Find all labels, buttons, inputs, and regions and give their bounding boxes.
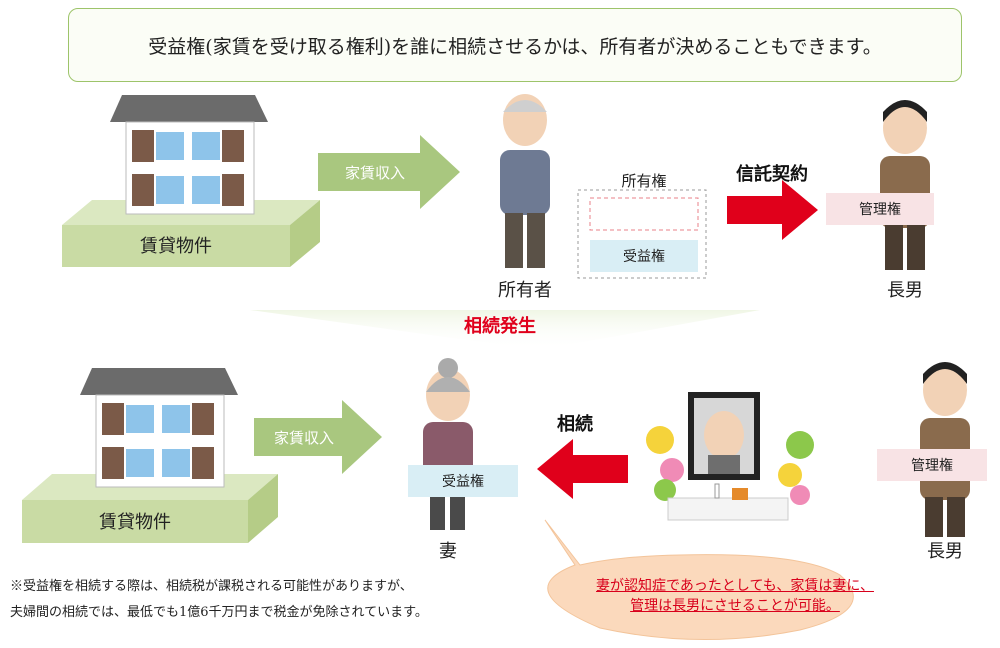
- property-platform-top: [62, 200, 320, 267]
- apartment-building-icon-bottom: [80, 368, 238, 488]
- callout-bubble: [544, 519, 854, 641]
- trust-arrow: [727, 180, 818, 240]
- beneficial-label-top: 受益権: [623, 249, 665, 265]
- son-label-top: 長男: [887, 280, 923, 301]
- header-text: 受益権(家賃を受け取る権利)を誰に相続させるかは、所有者が決めることもできます。: [148, 35, 882, 58]
- inherit-arrow: [537, 439, 628, 499]
- header-box: 受益権(家賃を受け取る権利)を誰に相続させるかは、所有者が決めることもできます。: [68, 8, 962, 82]
- transition-wedge: [250, 310, 760, 350]
- management-box-top: [826, 193, 934, 225]
- inherit-label: 相続: [557, 414, 593, 435]
- tax-note: ※受益権を相続する際は、相続税が課税される可能性がありますが、 夫婦間の相続では…: [10, 574, 530, 626]
- son-person-icon-top: [880, 100, 930, 270]
- wife-label: 妻: [439, 541, 457, 562]
- beneficial-box-top: [590, 240, 698, 272]
- income-arrow-bottom: [254, 400, 382, 474]
- ownership-label: 所有権: [621, 172, 667, 190]
- beneficial-box-bottom: [408, 465, 518, 497]
- trust-contract-label: 信託契約: [736, 164, 808, 185]
- management-box-bottom: [877, 449, 987, 481]
- owner-label: 所有者: [498, 280, 552, 301]
- property-label-bottom: 賃貸物件: [99, 512, 171, 533]
- callout-text: 妻が認知症であったとしても、家賃は妻に、 管理は長男にさせることが可能。: [585, 576, 885, 616]
- inheritance-event-label: 相続発生: [464, 316, 536, 337]
- property-label-top: 賃貸物件: [140, 236, 212, 257]
- wife-person-icon: [423, 358, 473, 530]
- income-arrow-top: [318, 135, 460, 209]
- management-label-top: 管理権: [859, 202, 901, 218]
- income-label-top: 家賃収入: [344, 163, 405, 182]
- beneficial-label-bottom: 受益権: [442, 474, 484, 490]
- tax-note-line2: 夫婦間の相続では、最低でも1億6千万円まで税金が免除されています。: [10, 605, 428, 620]
- son-label-bottom: 長男: [927, 541, 963, 562]
- apartment-building-icon: [110, 95, 268, 215]
- callout-line2: 管理は長男にさせることが可能。: [630, 598, 840, 614]
- callout-line1: 妻が認知症であったとしても、家賃は妻に、: [596, 578, 874, 594]
- memorial-altar-icon: [646, 392, 814, 521]
- tax-note-line1: ※受益権を相続する際は、相続税が課税される可能性がありますが、: [10, 579, 413, 594]
- income-label-bottom: 家賃収入: [273, 428, 334, 447]
- owner-person-icon: [500, 94, 550, 268]
- management-label-bottom: 管理権: [911, 458, 953, 474]
